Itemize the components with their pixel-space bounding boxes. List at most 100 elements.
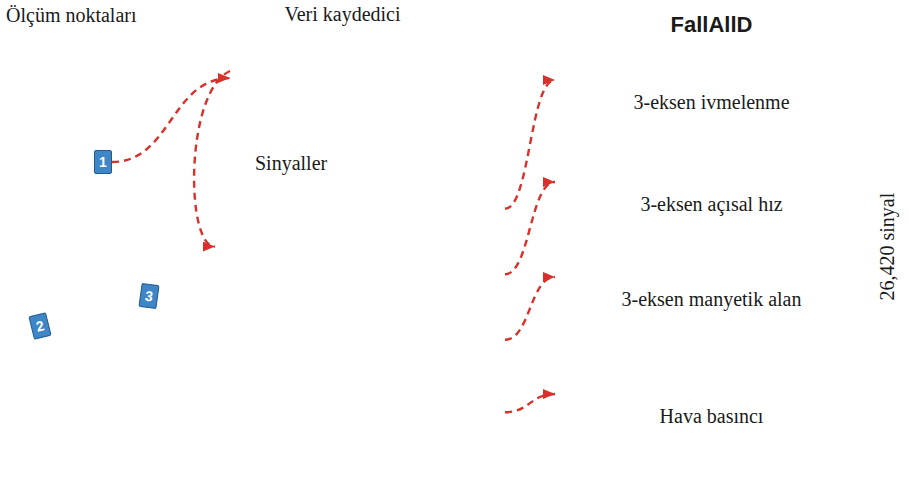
body-figure (0, 0, 210, 497)
signal-plots-art-part (241, 192, 497, 254)
heading-text: Veri kaydedici (284, 3, 400, 25)
heading-holder: FallAllD (555, 12, 868, 38)
signal-plots-art-part (237, 433, 241, 434)
dashed-arrow (194, 71, 230, 247)
signal-plots-art-part (266, 466, 267, 470)
signal-plots-art-part (241, 413, 497, 453)
heading-holder: Sinyaller (255, 152, 327, 175)
signal-plots-art-part (237, 449, 241, 450)
data-band: 3-eksen manyetik alan (555, 230, 868, 346)
data-band: 3-eksen ivmelenme (555, 26, 868, 156)
pcb-photo-part (242, 78, 250, 84)
pcb-photo-part (360, 92, 363, 98)
signal-plots-art-part (445, 466, 446, 470)
signal-plots-art-part (480, 282, 490, 284)
body-figure-part (85, 43, 125, 93)
signal-plots-art-part (292, 466, 293, 470)
band-shape-part (556, 230, 867, 346)
pcb-photo-part (322, 102, 328, 105)
callout-number: 3 (144, 289, 154, 304)
signal-plots-art-part (237, 377, 241, 378)
band-label: 3-eksen manyetik alan (622, 288, 802, 311)
heading-holder: Ölçüm noktaları (6, 4, 137, 27)
signal-plots-art-part (480, 190, 490, 192)
signal-plots-art-part (241, 278, 497, 308)
callout-number: 1 (99, 155, 107, 169)
signal-plots-art-part (237, 203, 241, 204)
signal-plots-art-part (241, 466, 242, 470)
figure-panel: Ölçüm noktaları 1 2 3 (0, 0, 210, 497)
signal-plots-art-part (241, 266, 497, 322)
signal-plots-art-part (241, 407, 497, 461)
signal-plots-art-part (369, 466, 370, 470)
signal-plots-art-part (237, 222, 241, 223)
signal-plots-art-part (480, 344, 490, 346)
signal-plots-art-part (237, 361, 241, 362)
size-arrow-head (897, 3, 907, 13)
pcb-photo (230, 32, 455, 142)
signal-plots-art-part (407, 466, 408, 470)
signal-plots-art-part (241, 332, 497, 391)
data-band: 3-eksen açısal hız (555, 134, 868, 252)
signal-plots-art (215, 180, 505, 495)
dashed-arrow (505, 394, 555, 412)
heading-text: Ölçüm noktaları (6, 4, 137, 26)
body-figure-part (95, 290, 107, 301)
pcb-photo-part (278, 76, 284, 79)
signal-plots-art-part (241, 400, 497, 466)
pcb-photo-part (380, 94, 398, 112)
data-band: Hava basıncı (555, 324, 868, 486)
sensor-tag: 3 (138, 283, 159, 309)
signal-plots-art-part (241, 328, 497, 394)
signal-plots-art-part (381, 466, 382, 470)
label-holder: 26,420 sinyal (876, 192, 899, 300)
signal-plots-art-part (480, 195, 490, 197)
signal-plots-art-part (477, 403, 494, 417)
body-figure-part (94, 104, 100, 150)
signal-plots-art-part (394, 466, 395, 470)
body-figure-part (122, 269, 176, 323)
pcb-photo-part (432, 108, 448, 124)
signal-plots-art-part (471, 466, 472, 470)
pcb-photo-part (230, 32, 455, 142)
signal-plots-art-part (433, 466, 434, 470)
size-arrow-line (901, 10, 903, 487)
signal-plots-art-part (241, 342, 497, 377)
pcb-photo-part (242, 102, 250, 108)
signal-plots-art-part (237, 416, 241, 417)
pcb-photo-part (270, 62, 276, 65)
signal-plots-art-part (477, 269, 494, 288)
signal-plots-art-part (253, 466, 254, 470)
signal-plots-art-part (356, 466, 357, 470)
signal-plots-art-part (317, 466, 318, 470)
datalogger-photo: Veri kaydedici (230, 0, 455, 142)
signal-plots-art-part (343, 466, 344, 470)
signal-plots-art-part (480, 277, 490, 279)
signal-plots-art-part (241, 272, 497, 318)
signal-plots-art-part (477, 331, 494, 350)
pcb-photo-part (424, 50, 452, 78)
body-figure-part (25, 90, 185, 497)
database-cylinder: FallAllD3-eksen ivmelenme 3-eksen açısal … (555, 2, 868, 488)
signal-plots-art-part (330, 466, 331, 470)
pcb-photo-part (407, 43, 413, 49)
signal-plots-art-part (237, 241, 241, 242)
heading-holder: Veri kaydedici (230, 3, 455, 26)
signal-plots-art-part (241, 184, 497, 260)
band-shape-part (556, 26, 867, 156)
signal-plots-art-part (305, 466, 306, 470)
band-shape-part (556, 324, 867, 486)
signal-plots-art-part (241, 188, 497, 256)
pcb-photo-part (417, 43, 423, 49)
sensor-tag: 2 (28, 312, 51, 340)
signal-plots-art-part (279, 466, 280, 470)
pcb-photo-part (397, 43, 403, 49)
signal-plots-art-part (480, 406, 490, 408)
pcb-photo-part (242, 90, 250, 96)
band-label: 3-eksen açısal hız (640, 193, 782, 216)
signal-plots-art-part (241, 335, 497, 389)
signal-plots-art-part (477, 187, 494, 206)
